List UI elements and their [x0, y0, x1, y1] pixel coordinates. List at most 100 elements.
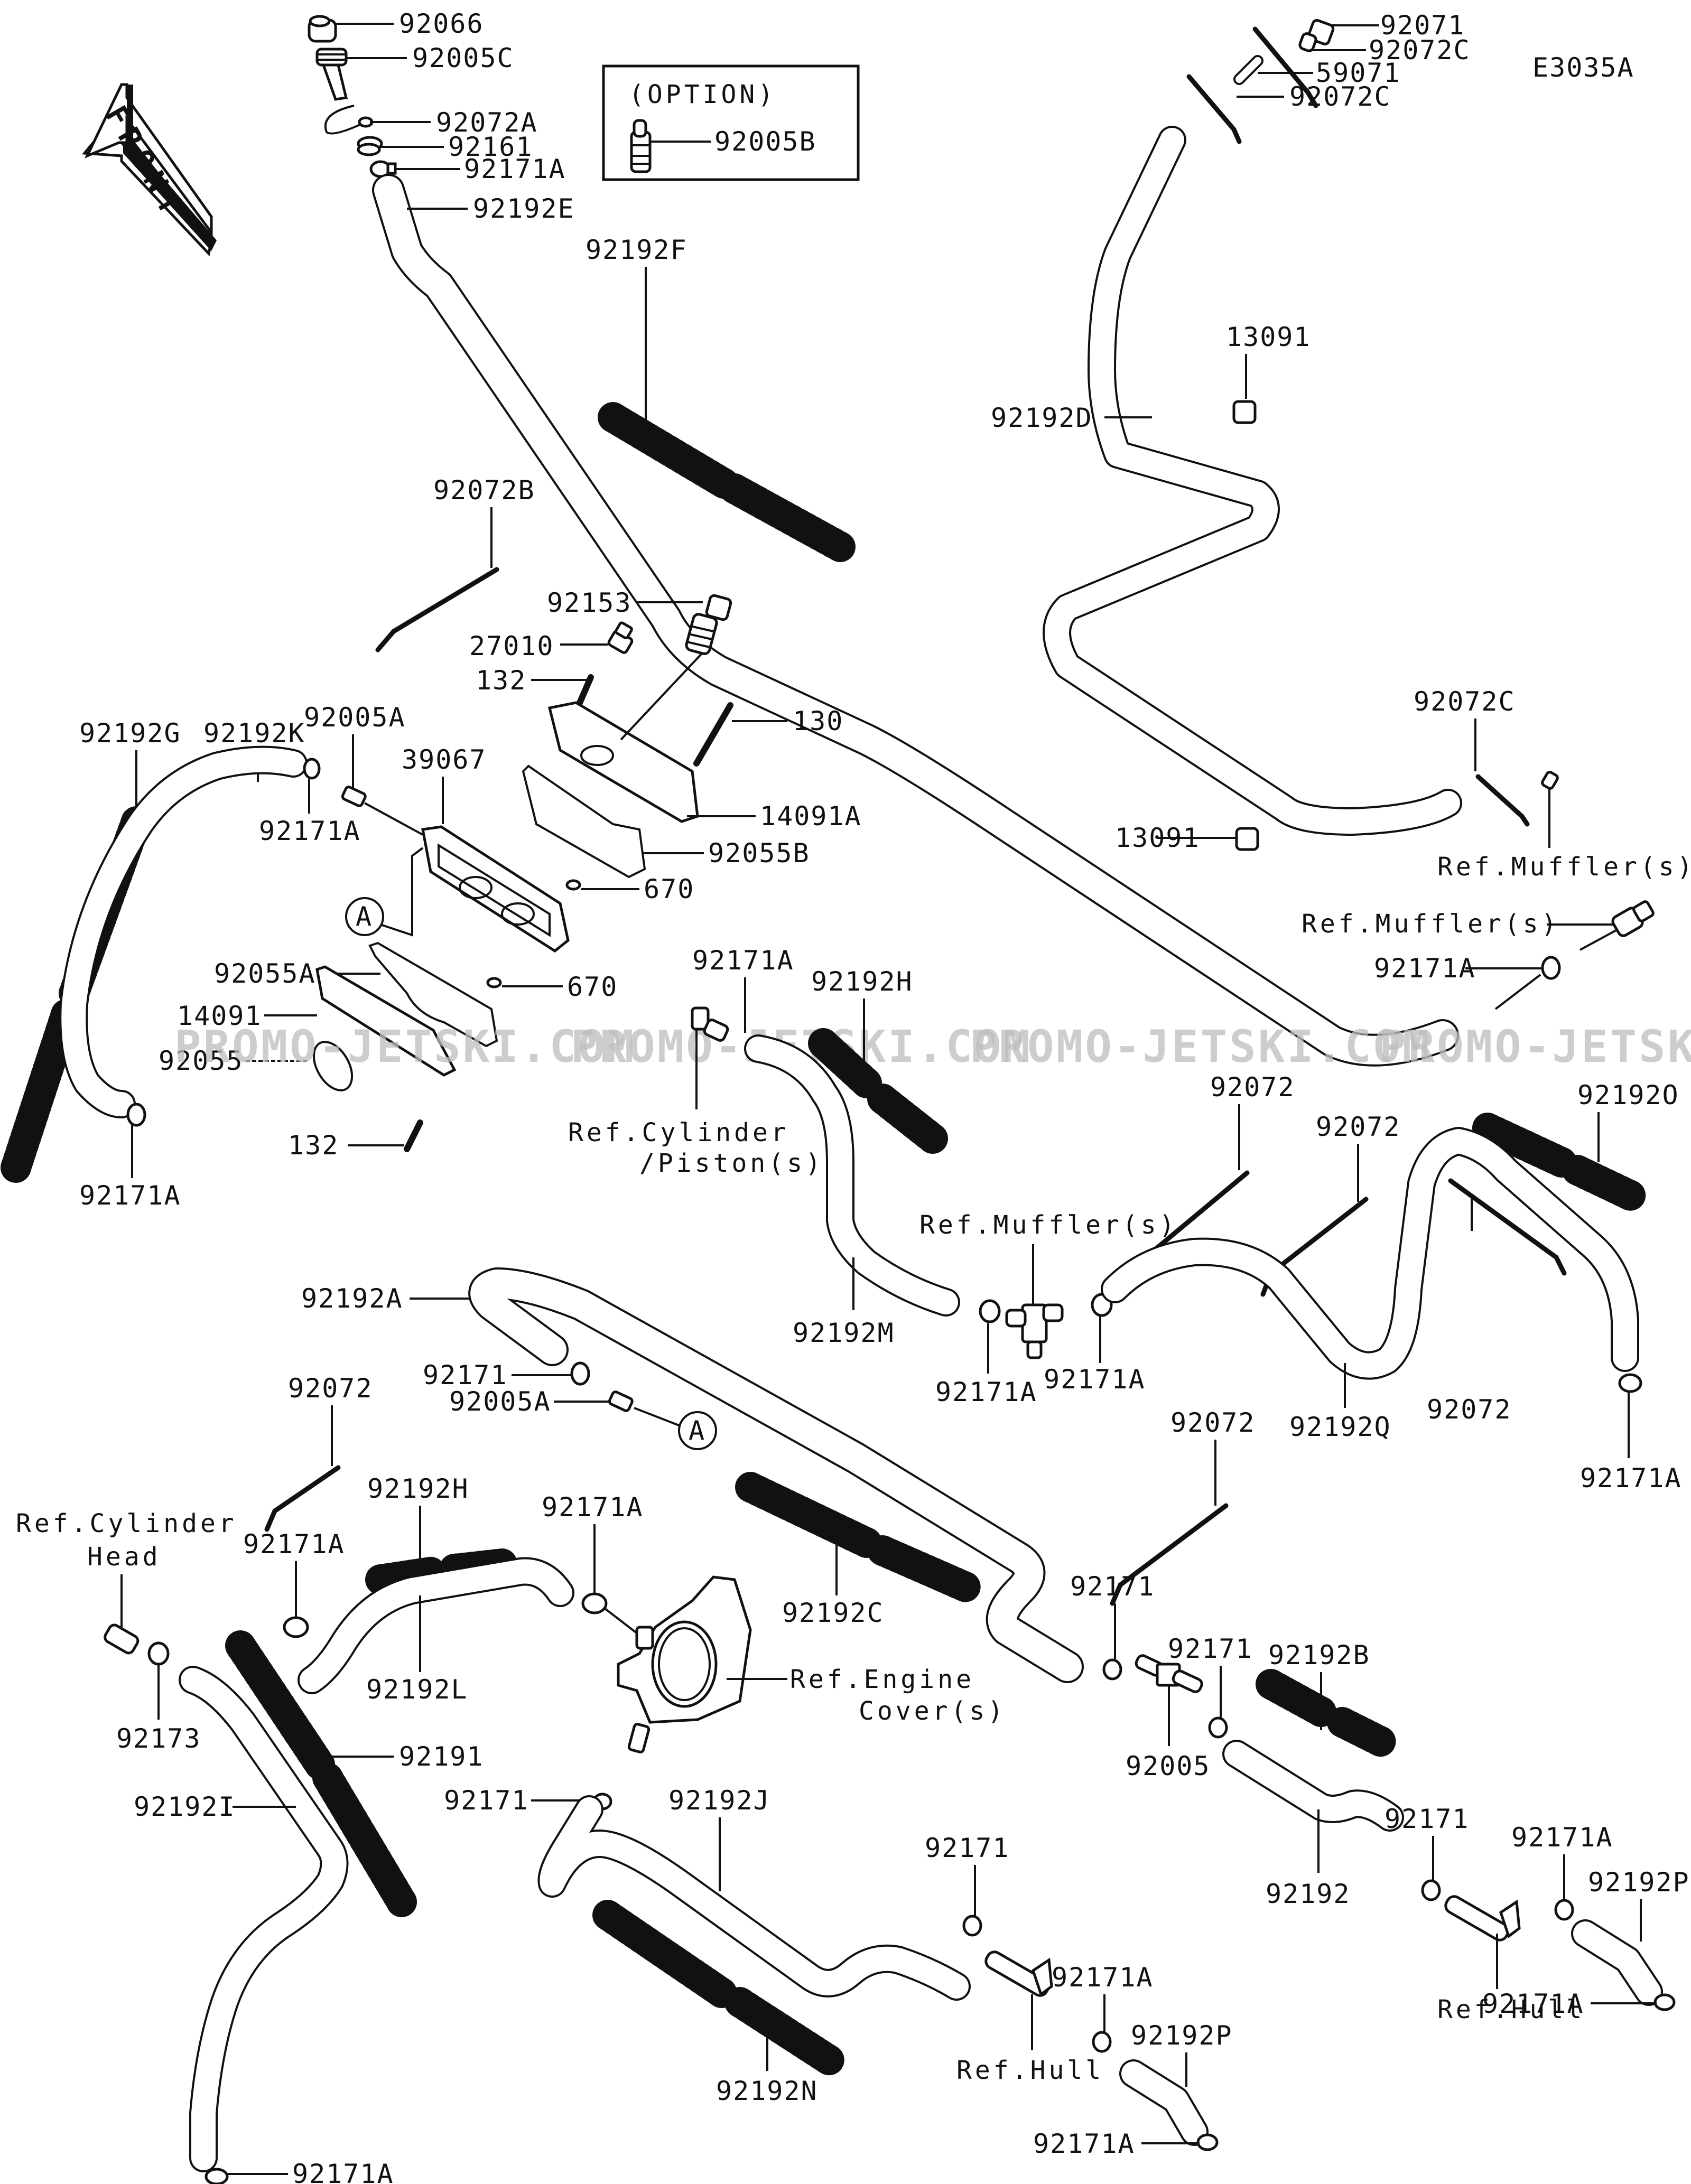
tie-92072C-1: [1252, 26, 1318, 108]
part-label-92005C: 92005C: [412, 43, 514, 73]
part-label-14091: 14091: [177, 1001, 262, 1031]
fitting-92005-icon: [1135, 1654, 1203, 1693]
part-label-92005: 92005: [1126, 1751, 1211, 1781]
part-label-13091-top: 13091: [1226, 322, 1311, 352]
part-label-92192P-2: 92192P: [1131, 2020, 1233, 2051]
part-label-92171A-h1: 92171A: [1511, 1822, 1613, 1853]
part-label-92072-c: 92072: [1427, 1394, 1512, 1425]
part-label-92192L: 92192L: [366, 1674, 468, 1705]
part-label-92161: 92161: [448, 132, 533, 162]
hull-fitting-2-icon: [984, 1950, 1053, 1997]
clip-92171A-left-icon: [303, 758, 321, 780]
ref-cylinder-piston-label-1: Ref.Cylinder: [568, 1118, 789, 1147]
part-label-92192E: 92192E: [473, 193, 575, 224]
hose-92192K: [59, 745, 308, 1118]
section-marker-A-top-label: A: [356, 901, 373, 932]
part-label-39067: 39067: [402, 744, 487, 775]
ref-cylinder-piston-label-2: /Piston(s): [639, 1149, 824, 1178]
watermark-3: PROMO-JETSKI.COM: [970, 1021, 1431, 1072]
part-label-92171-d: 92171: [1168, 1634, 1253, 1664]
part-label-92171-a: 92171: [423, 1360, 508, 1390]
part-label-92192H-top: 92192H: [811, 966, 913, 997]
part-label-92192P-1: 92192P: [1588, 1867, 1690, 1898]
damper-13091-top-icon: [1232, 400, 1257, 424]
switch-27010-icon: [607, 621, 634, 654]
hull-fitting-1-icon: [1444, 1895, 1521, 1942]
oring-92055-icon: [312, 1041, 354, 1091]
part-label-92192M: 92192M: [793, 1318, 895, 1348]
bolt-132-bot-icon: [404, 1119, 423, 1152]
grommet-92161-icon: [357, 136, 383, 156]
part-label-92171A-left2: 92171A: [79, 1180, 181, 1211]
watermark-4: PROMO-JETSKI.COM: [1379, 1021, 1691, 1072]
part-label-132-bot: 132: [288, 1130, 339, 1161]
tie-92072B: [375, 567, 499, 652]
tie-92072C-2: [1186, 74, 1242, 144]
part-label-92072C-3: 92072C: [1414, 686, 1516, 717]
ref-engine-label-2: Cover(s): [859, 1696, 1006, 1726]
part-label-13091-mid: 13091: [1115, 823, 1200, 853]
clip-92171A-h2-icon: [1653, 1993, 1676, 2011]
pin-59071-icon: [1233, 55, 1263, 85]
nipple-cylhead-icon: [104, 1623, 140, 1655]
part-label-92192O: 92192O: [1577, 1080, 1679, 1110]
part-label-92072A: 92072A: [436, 107, 538, 138]
muffler-fitting-icon: [1611, 900, 1655, 937]
part-label-59071: 59071: [1316, 58, 1401, 88]
damper-13091-mid-icon: [1235, 827, 1259, 851]
hose-92192A: [468, 1267, 1084, 1683]
part-label-92055A: 92055A: [214, 958, 316, 989]
ref-cylhead-label-1: Ref.Cylinder: [16, 1509, 237, 1538]
gasket-92055B: [522, 764, 646, 879]
clip-92171A-left2-icon: [126, 1103, 146, 1127]
part-label-92191: 92191: [399, 1741, 484, 1772]
hose-92192E: [372, 174, 1459, 1067]
part-label-92171A-t2: 92171A: [1044, 1364, 1146, 1395]
part-label-92153: 92153: [547, 587, 632, 618]
cover-14091A-icon: [547, 701, 699, 823]
hose-92192J: [537, 1795, 971, 2001]
part-label-92071: 92071: [1380, 10, 1465, 41]
sleeve-92192N: [592, 1900, 845, 2076]
part-label-92072B: 92072B: [433, 475, 535, 506]
part-label-92072-d: 92072: [1170, 1407, 1256, 1438]
clip-92171-c-icon: [1102, 1658, 1122, 1681]
part-label-92192F: 92192F: [586, 235, 687, 265]
sleeve-92192F: [598, 402, 856, 562]
part-label-92192Q: 92192Q: [1289, 1412, 1391, 1442]
sleeve-92191: [225, 1630, 417, 1917]
bolt-130-icon: [693, 702, 733, 767]
part-label-92055B: 92055B: [708, 838, 810, 869]
sleeve-92192H-top: [808, 1028, 948, 1154]
connector-92071-icon: [1298, 18, 1335, 52]
clamp-92072A-icon: [324, 105, 374, 135]
nipple-92005A-top-icon: [341, 786, 367, 807]
clip-92171A-h1-icon: [1554, 1899, 1574, 1921]
part-label-92192J: 92192J: [668, 1785, 770, 1816]
part-label-92171A-h4: 92171A: [1033, 2129, 1135, 2159]
part-label-670-top: 670: [644, 874, 694, 904]
part-label-92072-b: 92072: [1316, 1112, 1401, 1142]
part-label-27010: 27010: [469, 631, 554, 661]
part-label-92192C: 92192C: [782, 1598, 884, 1628]
tie-92072-e: [264, 1465, 341, 1532]
part-label-92171A-eng: 92171A: [542, 1492, 644, 1523]
section-marker-A-mid-label: A: [689, 1415, 705, 1446]
part-label-92192B: 92192B: [1268, 1640, 1370, 1670]
part-label-92005A-top: 92005A: [304, 702, 406, 733]
valve-39067-icon: [421, 825, 570, 953]
part-label-670-bot: 670: [567, 972, 618, 1002]
fitting-92153-icon: [685, 594, 732, 656]
option-box: [602, 64, 860, 181]
ref-hull-label-2: Ref.Hull: [956, 2056, 1104, 2085]
tie-92072C-3: [1475, 774, 1530, 827]
part-label-92005A-mid: 92005A: [449, 1386, 551, 1417]
pipe-92005C-icon: [315, 48, 348, 101]
sleeve-92192C: [735, 1472, 982, 1603]
tee-fitting-icon: [1005, 1303, 1064, 1359]
hose-92192M: [744, 1034, 960, 1317]
clip-92171A-h4-icon: [1196, 2133, 1219, 2151]
nipple-muffler-top-icon: [1541, 771, 1559, 790]
hose-92192: [1222, 1740, 1404, 1832]
clip-92171A-eng-icon: [581, 1592, 608, 1614]
